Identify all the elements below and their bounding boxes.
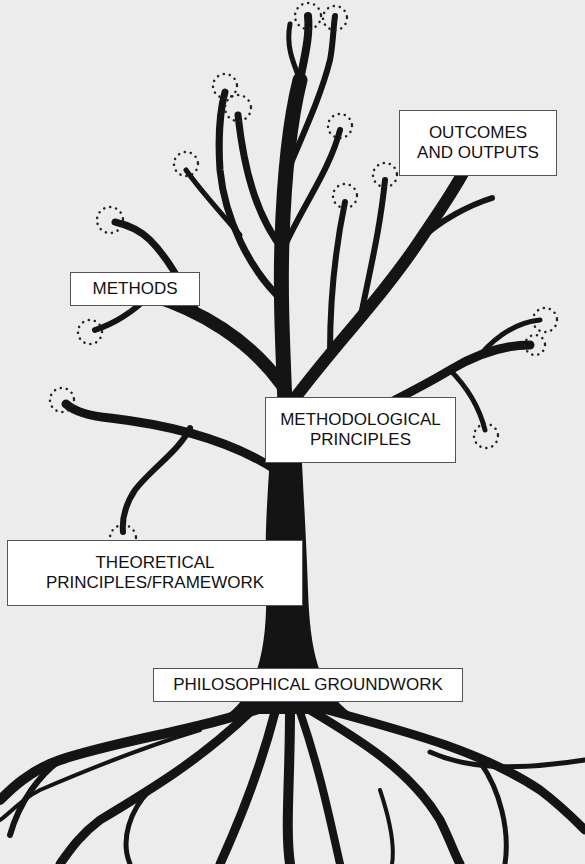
dotted-ring bbox=[97, 207, 123, 233]
principle-label: METHODOLOGICAL PRINCIPLES bbox=[265, 397, 456, 463]
branch bbox=[289, 24, 300, 80]
tree-branches bbox=[66, 16, 540, 532]
dotted-ring bbox=[295, 3, 321, 29]
outcome-label: OUTCOMES AND OUTPUTS bbox=[399, 110, 557, 176]
label-text: METHODS bbox=[83, 279, 187, 299]
branch bbox=[238, 115, 283, 250]
branch bbox=[360, 180, 385, 320]
branch bbox=[283, 130, 340, 250]
theory-label: THEORETICAL PRINCIPLES/FRAMEWORK bbox=[7, 540, 303, 606]
dotted-ring bbox=[323, 6, 347, 30]
method-label: METHODS bbox=[70, 272, 200, 306]
dotted-ring bbox=[474, 424, 498, 448]
dotted-ring bbox=[174, 152, 198, 176]
dotted-ring bbox=[225, 95, 251, 121]
root bbox=[126, 790, 150, 864]
root bbox=[430, 752, 585, 767]
dotted-ring bbox=[213, 74, 237, 98]
dotted-ring bbox=[373, 163, 397, 187]
blossom-dots bbox=[50, 3, 557, 551]
dotted-ring bbox=[328, 114, 352, 138]
label-text: METHODOLOGICAL PRINCIPLES bbox=[278, 410, 443, 450]
branch bbox=[284, 16, 335, 180]
label-text: THEORETICAL PRINCIPLES/FRAMEWORK bbox=[20, 553, 290, 593]
branch bbox=[330, 202, 345, 352]
dotted-ring bbox=[533, 308, 557, 332]
root bbox=[288, 712, 290, 864]
branch bbox=[219, 92, 282, 300]
dotted-ring bbox=[333, 184, 357, 208]
root bbox=[10, 760, 60, 835]
root bbox=[60, 712, 250, 864]
dotted-ring bbox=[525, 335, 545, 355]
tree-roots bbox=[0, 705, 585, 864]
branch bbox=[420, 198, 492, 240]
branch bbox=[480, 320, 540, 355]
branch bbox=[290, 160, 470, 405]
dotted-ring bbox=[50, 388, 74, 412]
branch bbox=[66, 404, 276, 470]
label-text: OUTCOMES AND OUTPUTS bbox=[412, 123, 544, 163]
root bbox=[0, 730, 200, 820]
root bbox=[220, 712, 275, 864]
root bbox=[480, 762, 506, 864]
label-text: PHILOSOPHICAL GROUNDWORK bbox=[166, 675, 450, 695]
branch bbox=[123, 428, 190, 532]
ground-label: PHILOSOPHICAL GROUNDWORK bbox=[153, 668, 463, 702]
branch bbox=[300, 16, 308, 80]
root bbox=[310, 710, 460, 864]
dotted-ring bbox=[78, 320, 102, 344]
branch bbox=[186, 170, 240, 235]
root bbox=[300, 712, 340, 864]
root bbox=[320, 708, 585, 830]
root bbox=[380, 790, 393, 864]
